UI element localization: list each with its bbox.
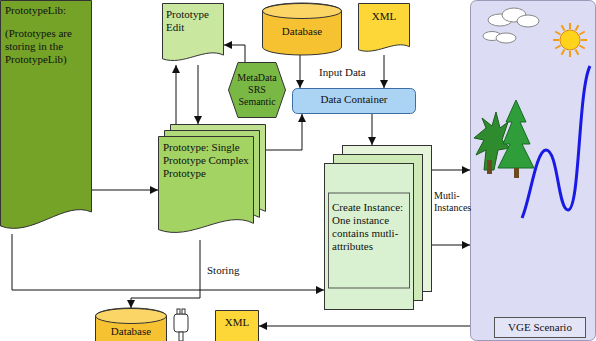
sun bbox=[560, 30, 580, 50]
node-label: Prototype: Single Prototype Complex Prot… bbox=[163, 141, 249, 180]
sun-ray bbox=[580, 46, 585, 49]
flow-arrow bbox=[372, 114, 373, 145]
flow-arrow bbox=[92, 190, 158, 191]
node-label: Create Instance: One instance contains m… bbox=[332, 201, 408, 253]
text-block: Database bbox=[266, 25, 338, 38]
sun-ray bbox=[562, 50, 565, 55]
library-page: PrototypeLib: (Prototypes are storing in … bbox=[0, 0, 92, 234]
sun-ray bbox=[553, 39, 559, 41]
text-block: Database bbox=[99, 325, 163, 338]
text-block: Data Container bbox=[296, 93, 412, 106]
cloud bbox=[517, 15, 539, 27]
hexagon-outline bbox=[229, 63, 286, 118]
node-label: Database bbox=[99, 325, 163, 338]
flow-arrow bbox=[432, 245, 470, 246]
text-block: VGE Scenario bbox=[494, 317, 586, 338]
database-cylinder: Database bbox=[262, 3, 342, 55]
instances-label: Mutli-Instances bbox=[433, 190, 472, 213]
flow-arrow bbox=[224, 45, 245, 62]
flow-arrow bbox=[266, 114, 302, 150]
database-cylinder: Database bbox=[95, 308, 167, 341]
cylinder-body bbox=[96, 308, 167, 341]
node-label: Prototype Edit bbox=[166, 8, 220, 34]
xml-document: XML bbox=[215, 310, 259, 341]
stack-sheet bbox=[159, 137, 254, 233]
flow-arrow bbox=[12, 234, 324, 290]
sun-ray bbox=[562, 25, 565, 30]
node-note: (Prototypes are storing in the Prototype… bbox=[5, 27, 87, 66]
node-label: XML bbox=[362, 10, 406, 23]
text-block: XML bbox=[362, 10, 406, 23]
flow-arrow bbox=[198, 65, 199, 124]
edit-document: Prototype Edit bbox=[162, 3, 224, 65]
text-block: Prototype: Single Prototype Complex Prot… bbox=[163, 141, 249, 180]
storing-label: Storing bbox=[206, 264, 240, 277]
stack-sheet bbox=[325, 164, 414, 310]
prototype-stack: Prototype: Single Prototype Complex Prot… bbox=[158, 124, 266, 240]
box-outline bbox=[293, 89, 416, 114]
panel-ground bbox=[471, 1, 596, 341]
node-label: MetaData SRS Semantic bbox=[233, 72, 281, 107]
flow-arrow bbox=[432, 170, 470, 171]
tree-trunk bbox=[514, 168, 519, 178]
page-outline bbox=[1, 1, 92, 229]
text-block: Prototype Edit bbox=[166, 8, 220, 34]
sun-ray bbox=[580, 32, 585, 35]
flow-arrow bbox=[131, 240, 200, 308]
inner-frame bbox=[329, 193, 410, 288]
sun-ray bbox=[555, 32, 560, 35]
sun-ray bbox=[576, 50, 579, 55]
flow-arrow bbox=[259, 326, 470, 327]
text-block: XML bbox=[217, 316, 257, 329]
scenario-illustration bbox=[474, 8, 590, 218]
sun-ray bbox=[569, 23, 571, 29]
flow-arrow bbox=[384, 55, 385, 88]
pine-tree bbox=[498, 100, 534, 168]
terrain-curve bbox=[522, 66, 590, 218]
sun-ray bbox=[569, 51, 571, 57]
flow-arrow bbox=[300, 55, 301, 88]
cylinder-top bbox=[263, 4, 342, 19]
instance-stack: Create Instance: One instance contains m… bbox=[324, 145, 432, 310]
text-block: PrototypeLib: (Prototypes are storing in … bbox=[5, 4, 87, 66]
xml-document: XML bbox=[358, 3, 410, 55]
node-label: PrototypeLib: bbox=[5, 4, 87, 17]
scenario-panel-shape bbox=[470, 0, 596, 341]
flow-arrow bbox=[176, 65, 177, 124]
sun-ray bbox=[581, 39, 587, 41]
cylinder-body bbox=[263, 3, 342, 55]
cylinder-top bbox=[96, 309, 167, 324]
document-outline bbox=[216, 311, 259, 341]
container-box: Data Container bbox=[292, 88, 416, 114]
plug-cable bbox=[179, 332, 183, 341]
sun-ray bbox=[555, 46, 560, 49]
document-outline bbox=[163, 4, 224, 61]
metadata-hexagon: MetaData SRS Semantic bbox=[228, 62, 286, 118]
plug-pin bbox=[182, 309, 185, 314]
plug-body bbox=[174, 314, 188, 332]
text-block: MetaData SRS Semantic bbox=[233, 72, 281, 107]
input-label: Input Data bbox=[318, 66, 367, 79]
node-label: XML bbox=[217, 316, 257, 329]
document-outline bbox=[359, 4, 410, 52]
node-label: Data Container bbox=[296, 93, 412, 106]
tree-trunk bbox=[487, 160, 492, 174]
node-label: VGE Scenario bbox=[497, 321, 583, 334]
node-label: Database bbox=[266, 25, 338, 38]
scenario-panel: VGE Scenario bbox=[470, 0, 596, 341]
cloud bbox=[496, 33, 516, 43]
text-block: Create Instance: One instance contains m… bbox=[332, 201, 408, 253]
plug-pin bbox=[177, 309, 180, 314]
plug-connector-symbol bbox=[174, 309, 188, 341]
sun-ray bbox=[576, 25, 579, 30]
